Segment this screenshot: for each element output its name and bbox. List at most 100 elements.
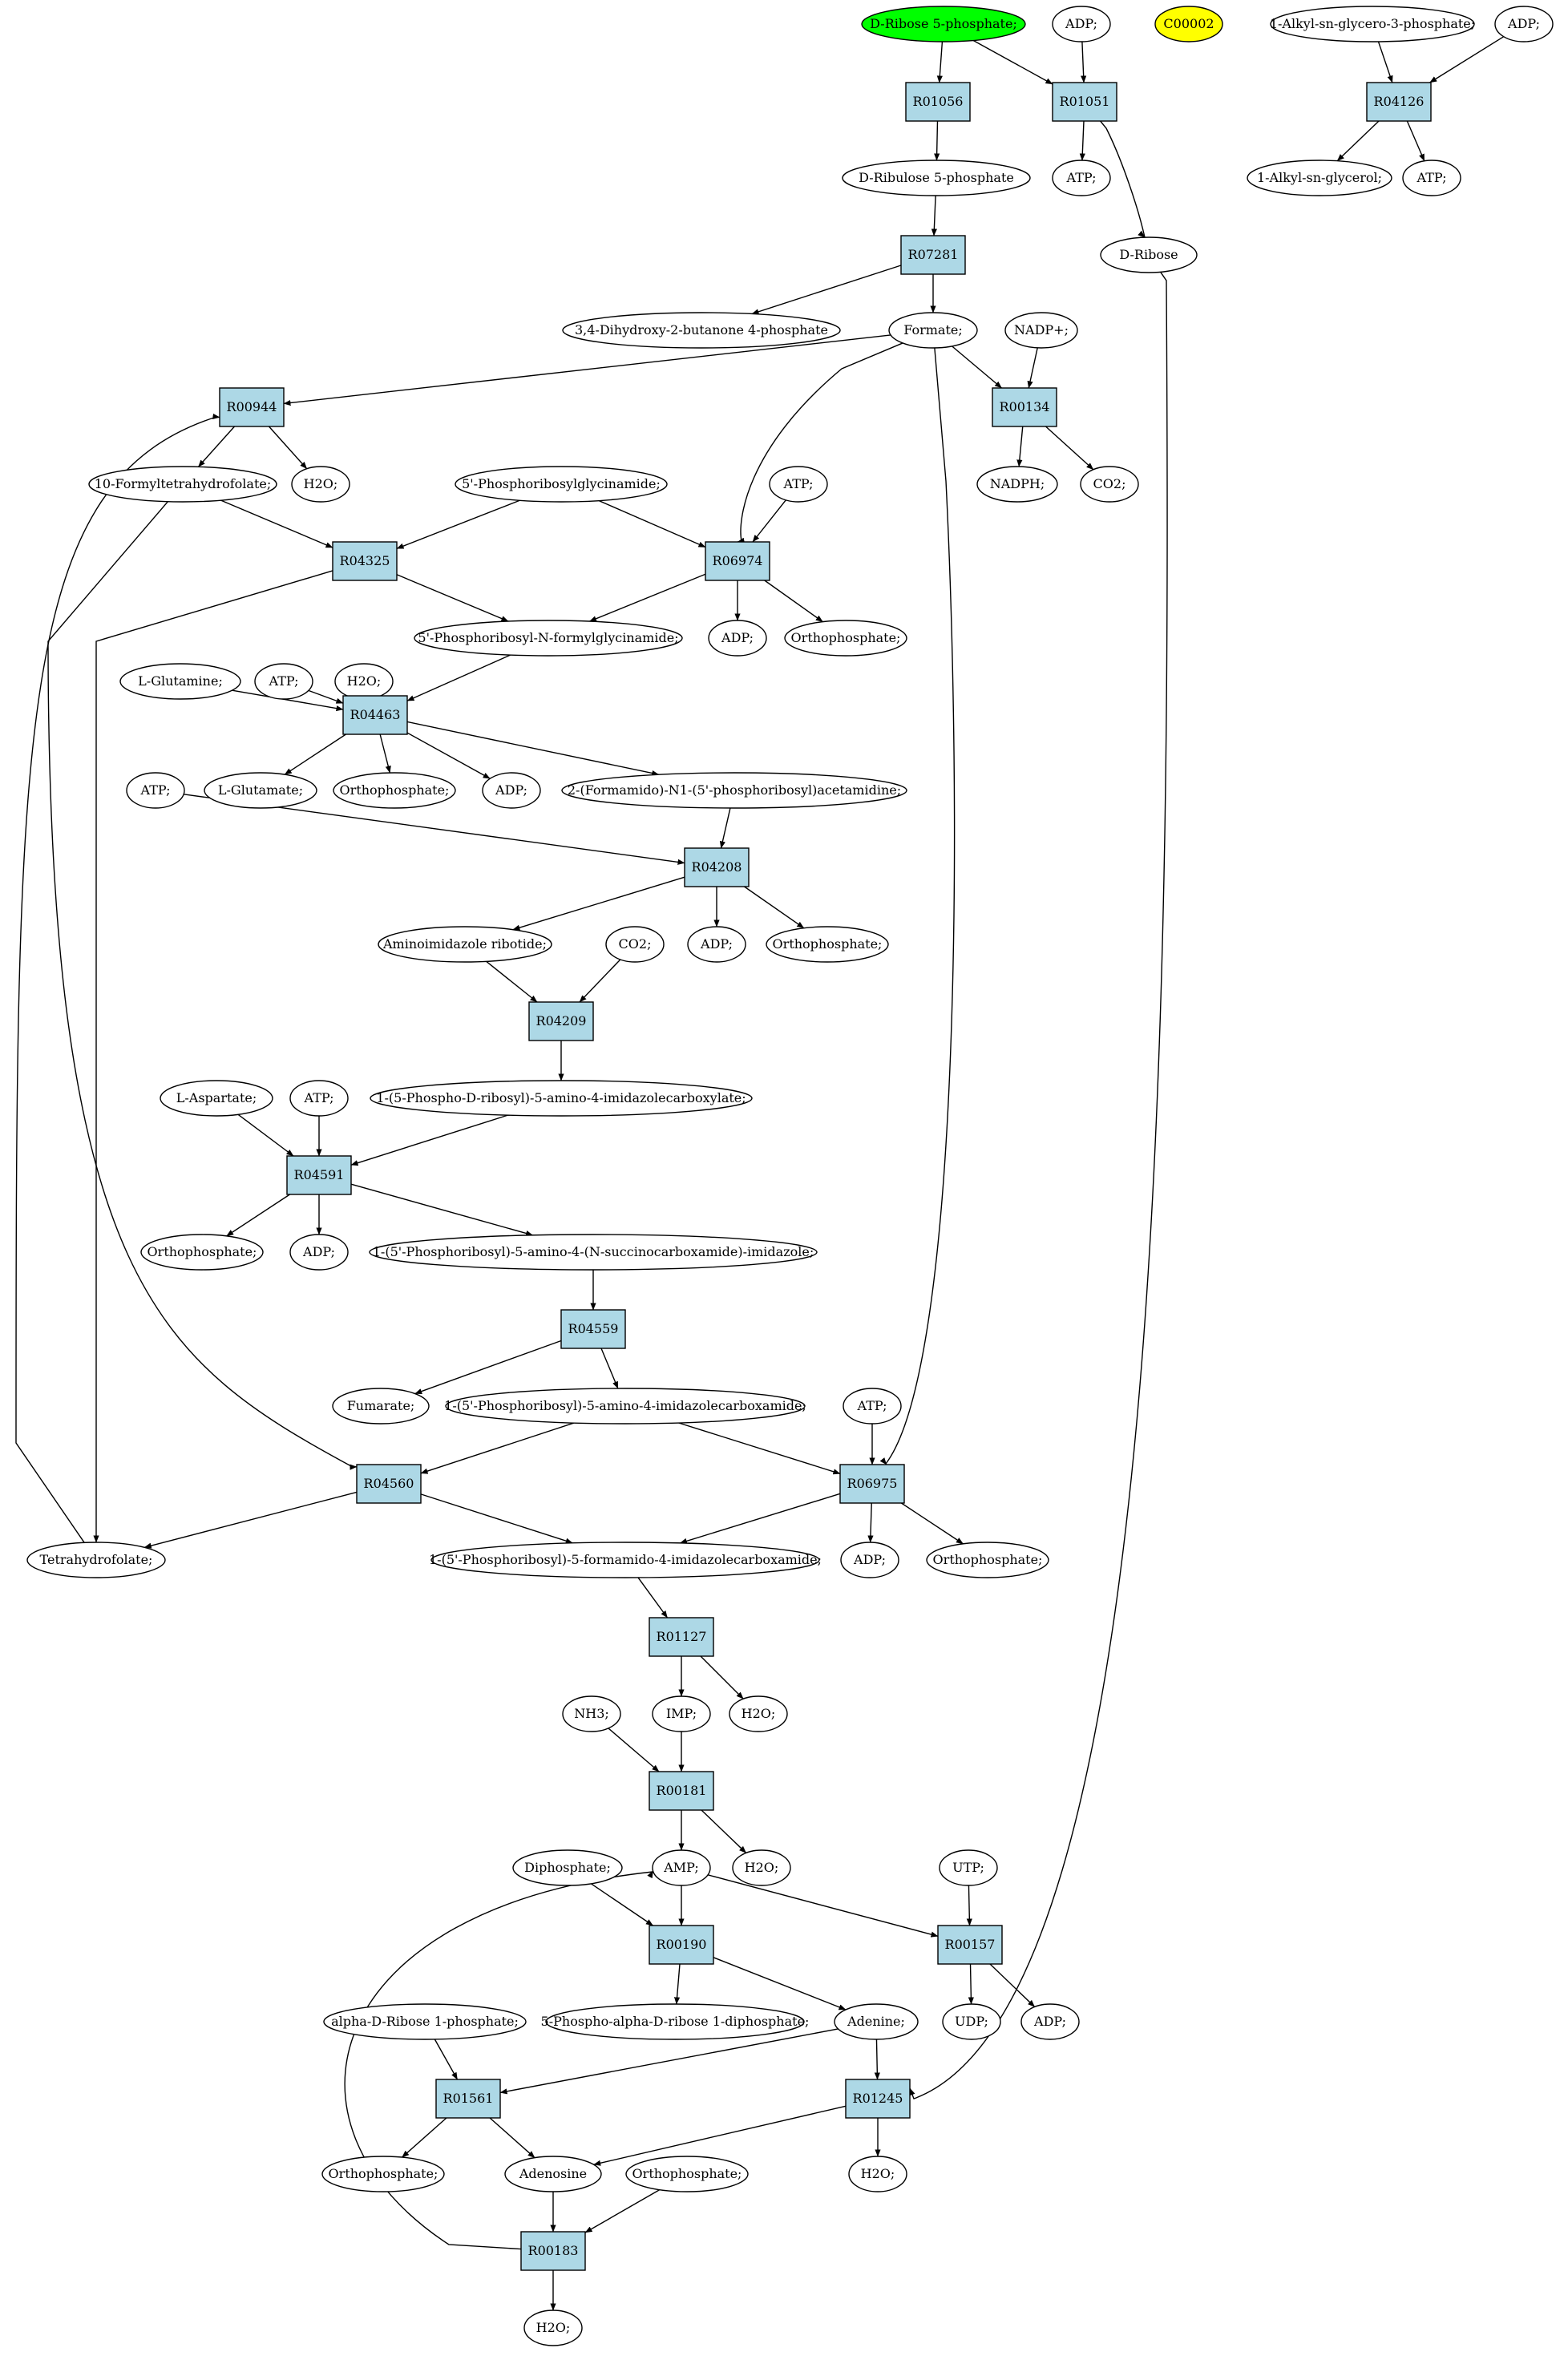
compound-node-h2o_r00944[interactable]: H2O; [291,466,350,503]
compound-node-amp[interactable]: AMP; [652,1849,711,1886]
edge-r_R04559-to-c_aicar [600,1348,619,1389]
compound-node-h2o_r00181[interactable]: H2O; [732,1849,791,1886]
reaction-node-r07281[interactable]: R07281 [900,235,966,275]
compound-node-aicar[interactable]: 1-(5'-Phosphoribosyl)-5-amino-4-imidazol… [444,1388,806,1425]
compound-node-prpp[interactable]: 5-Phospho-alpha-D-ribose 1-diphosphate; [541,2003,810,2040]
reaction-node-r00134[interactable]: R00134 [992,387,1057,427]
reaction-node-r04560[interactable]: R04560 [356,1464,422,1504]
compound-node-adp_r04208[interactable]: ADP; [687,926,746,963]
reaction-node-r04208[interactable]: R04208 [684,847,750,887]
compound-node-pi_r01561[interactable]: Orthophosphate; [321,2156,445,2192]
reaction-node-r04559[interactable]: R04559 [560,1309,626,1349]
compound-node-udp[interactable]: UDP; [942,2003,1001,2040]
reaction-node-r01127[interactable]: R01127 [649,1617,714,1657]
reaction-node-r04209[interactable]: R04209 [528,1001,594,1041]
compound-node-co2_r04209[interactable]: CO2; [605,926,665,963]
node-label: CO2; [1093,476,1126,491]
node-label: L-Glutamine; [138,673,223,689]
compound-node-nadp[interactable]: NADP+; [1004,312,1078,349]
compound-node-atp_r04591[interactable]: ATP; [289,1080,349,1117]
compound-node-h2o_r01245[interactable]: H2O; [848,2156,907,2192]
compound-ellipse [204,772,317,809]
compound-node-adp_r04463[interactable]: ADP; [482,772,541,809]
compound-node-nh3[interactable]: NH3; [562,1695,621,1732]
compound-node-lasp[interactable]: L-Aspartate; [160,1080,273,1117]
compound-node-atp_r04208[interactable]: ATP; [126,772,185,809]
compound-node-alkylg3p[interactable]: 1-Alkyl-sn-glycero-3-phosphate; [1270,6,1475,42]
reaction-node-r00190[interactable]: R00190 [649,1925,714,1965]
compound-node-dribose5p[interactable]: D-Ribose 5-phosphate; [861,6,1026,42]
compound-node-adp_r00157[interactable]: ADP; [1020,2003,1080,2040]
compound-node-fgam[interactable]: 2-(Formamido)-N1-(5'-phosphoribosyl)acet… [561,772,907,809]
compound-node-10fthf[interactable]: 10-Formyltetrahydrofolate; [88,466,277,503]
compound-node-imp[interactable]: IMP; [652,1695,711,1732]
compound-node-co2_r00134[interactable]: CO2; [1080,466,1139,503]
reaction-node-r04591[interactable]: R04591 [286,1155,352,1195]
compound-node-h2o_r04463[interactable]: H2O; [334,663,394,700]
compound-node-adp_r04591[interactable]: ADP; [289,1234,349,1271]
compound-node-lgln[interactable]: L-Glutamine; [119,663,241,700]
compound-node-pi_r04208[interactable]: Orthophosphate; [766,926,889,963]
reaction-node-r06974[interactable]: R06974 [705,541,770,581]
compound-node-atp_r06974[interactable]: ATP; [769,466,828,503]
compound-node-atp_r01051[interactable]: ATP; [1052,160,1111,196]
compound-node-lglu[interactable]: L-Glutamate; [204,772,317,809]
reaction-node-r01051[interactable]: R01051 [1052,82,1117,122]
compound-node-dribulose5p[interactable]: D-Ribulose 5-phosphate [842,160,1031,196]
compound-node-nadph[interactable]: NADPH; [976,466,1058,503]
compound-node-h2o_r01127[interactable]: H2O; [729,1695,788,1732]
edge-c_pi_r00183-to-r_R00183 [584,2189,661,2233]
reaction-node-r06975[interactable]: R06975 [839,1464,905,1504]
reaction-node-r00181[interactable]: R00181 [649,1771,714,1811]
compound-node-pi_r06974[interactable]: Orthophosphate; [784,620,907,657]
compound-ellipse [562,1695,621,1732]
compound-node-atp_r06975[interactable]: ATP; [843,1388,902,1425]
reaction-node-r01561[interactable]: R01561 [435,2079,501,2119]
compound-node-ar1p[interactable]: alpha-D-Ribose 1-phosphate; [323,2003,527,2040]
node-label: C00002 [1163,16,1214,31]
compound-node-dhbp[interactable]: 3,4-Dihydroxy-2-butanone 4-phosphate [562,312,841,349]
compound-node-adp_r06975[interactable]: ADP; [840,1542,899,1578]
compound-node-saicar[interactable]: 1-(5'-Phosphoribosyl)-5-amino-4-(N-succi… [369,1234,818,1271]
node-label: Adenosine [519,2166,587,2181]
compound-node-diphosphate[interactable]: Diphosphate; [512,1849,623,1886]
reaction-node-r04463[interactable]: R04463 [342,695,408,735]
edge-c_gar-to-r_R06974 [598,499,706,548]
compound-node-pi_r04463[interactable]: Orthophosphate; [333,772,456,809]
reaction-node-r04325[interactable]: R04325 [332,541,398,581]
reaction-node-r01056[interactable]: R01056 [905,82,971,122]
node-label: 1-Alkyl-sn-glycero-3-phosphate; [1270,16,1475,31]
reaction-node-r00183[interactable]: R00183 [520,2231,586,2271]
compound-node-gar[interactable]: 5'-Phosphoribosylglycinamide; [455,466,668,503]
compound-node-atp_r04126[interactable]: ATP; [1402,160,1461,196]
compound-node-alkylglycerol[interactable]: 1-Alkyl-sn-glycerol; [1247,160,1392,196]
compound-node-fgar[interactable]: 5'-Phosphoribosyl-N-formylglycinamide; [414,620,683,657]
compound-node-c00002[interactable]: C00002 [1154,6,1223,42]
compound-node-h2o_r00183[interactable]: H2O; [523,2310,583,2346]
compound-node-adp_top[interactable]: ADP; [1052,6,1111,42]
compound-node-pi_r06975[interactable]: Orthophosphate; [926,1542,1049,1578]
compound-node-pi_r04591[interactable]: Orthophosphate; [140,1234,264,1271]
compound-node-adp_r[interactable]: ADP; [1494,6,1554,42]
compound-node-adenosine[interactable]: Adenosine [504,2156,602,2192]
reaction-node-r00157[interactable]: R00157 [937,1925,1003,1965]
edge-r_R01561-to-c_pi_r01561 [402,2117,447,2158]
compound-node-adp_r06974[interactable]: ADP; [708,620,767,657]
compound-node-formate[interactable]: Formate; [888,312,978,349]
compound-node-dribose[interactable]: D-Ribose [1100,236,1198,273]
reaction-node-r00944[interactable]: R00944 [219,387,285,427]
compound-node-fumarate[interactable]: Fumarate; [332,1388,430,1425]
node-label: ADP; [1507,16,1540,31]
compound-node-utp[interactable]: UTP; [939,1849,998,1886]
compound-node-faicar[interactable]: 1-(5'-Phosphoribosyl)-5-formamido-4-imid… [429,1542,822,1578]
reaction-node-r01245[interactable]: R01245 [845,2079,911,2119]
compound-node-cair[interactable]: 1-(5-Phospho-D-ribosyl)-5-amino-4-imidaz… [370,1080,753,1117]
compound-node-air[interactable]: Aminoimidazole ribotide; [378,926,552,963]
reaction-node-r04126[interactable]: R04126 [1366,82,1432,122]
compound-node-adenine[interactable]: Adenine; [834,2003,919,2040]
compound-node-atp_r04463[interactable]: ATP; [254,663,313,700]
compound-node-thf[interactable]: Tetrahydrofolate; [26,1542,166,1578]
node-label: Tetrahydrofolate; [40,1552,153,1567]
compound-node-pi_r00183[interactable]: Orthophosphate; [625,2156,749,2192]
